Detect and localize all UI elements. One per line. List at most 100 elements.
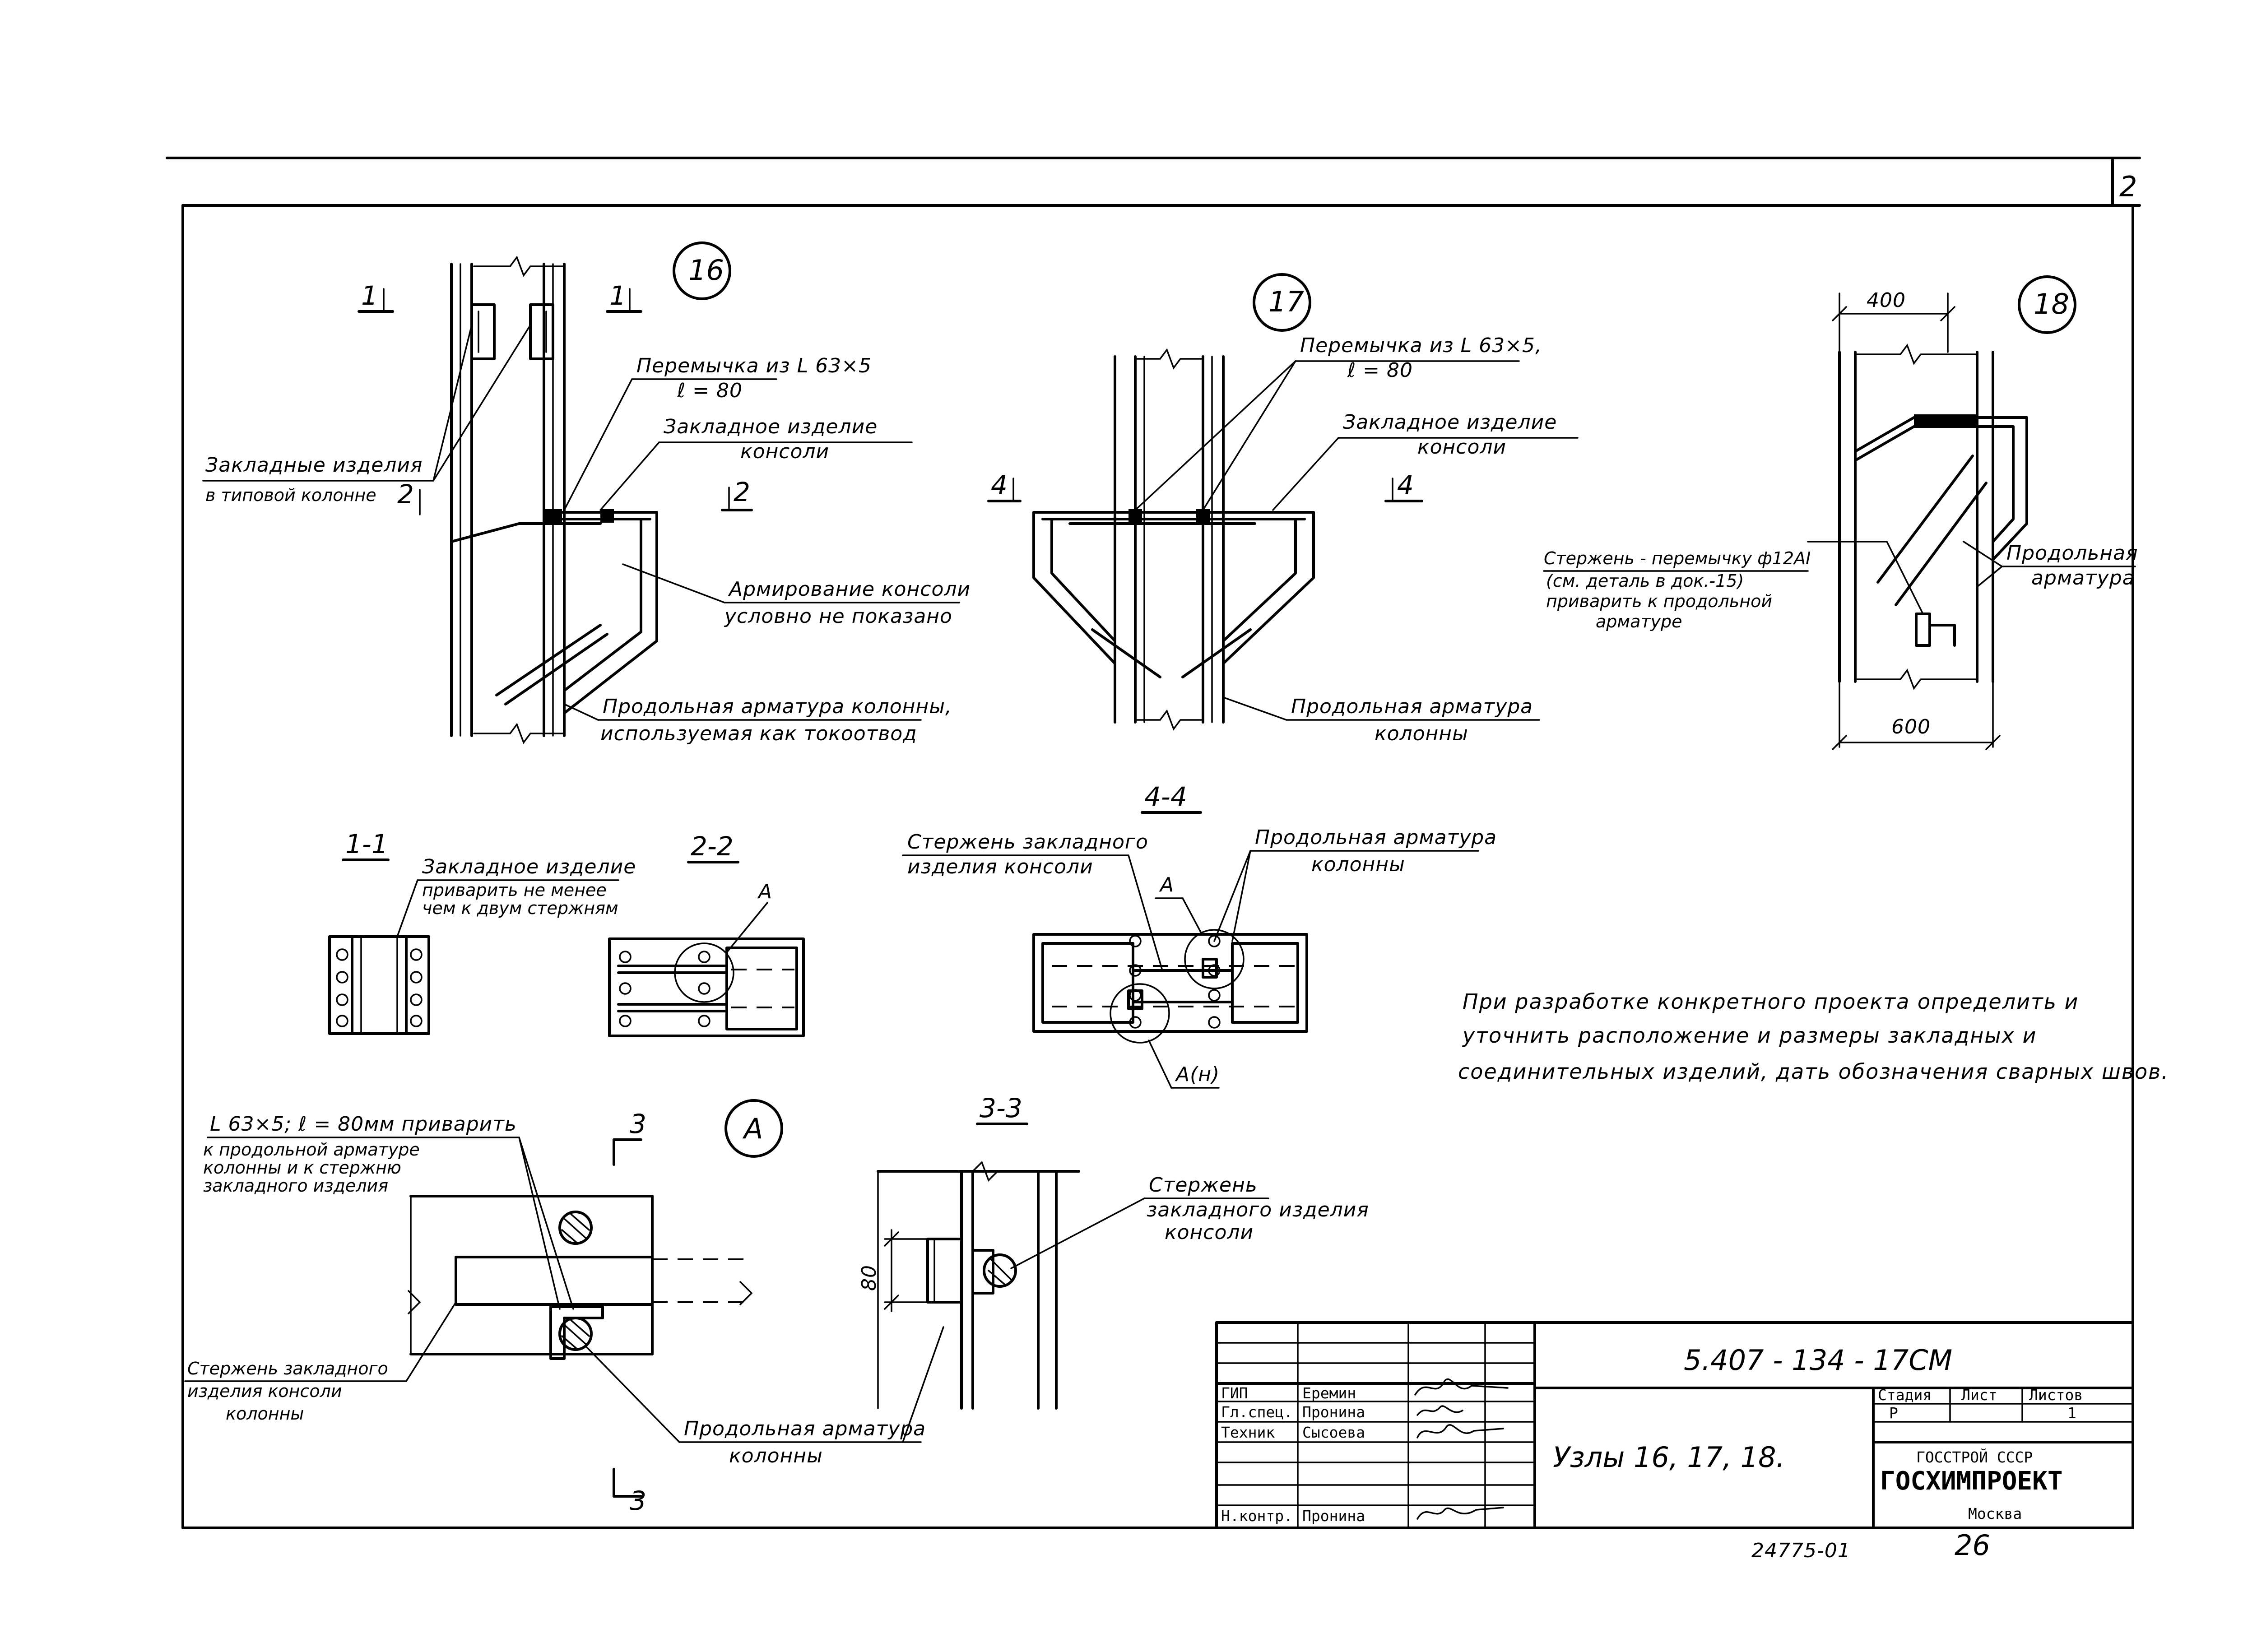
node-16-long-rebar-line2: используемая как токоотвод	[600, 722, 917, 745]
tb-role-2: Гл.спец.	[1221, 1403, 1293, 1421]
detail-a: А 3 3 L 63×5; ℓ = 80мм приварить к продо…	[184, 1099, 944, 1516]
detail-a-marker	[724, 1099, 783, 1158]
node-18-long-rebar-line1: Продольная	[2006, 542, 2138, 565]
node-16-embed-console-line2: консоли	[740, 440, 829, 463]
signature-2	[1416, 1405, 1463, 1416]
tb-sheets: 1	[2067, 1404, 2076, 1422]
node-17-long-rebar-line1: Продольная арматура	[1291, 695, 1533, 718]
tb-role-4: Н.контр.	[1221, 1507, 1293, 1525]
section-3-3-rod-line2: закладного изделия	[1147, 1198, 1369, 1221]
section-2-2-title: 2-2	[691, 831, 734, 862]
section-1-1: 1-1 Закладное изделие приварить не менее…	[328, 829, 636, 1035]
title-block: ГИП Еремин Гл.спец. Пронина Техник Сысое…	[1215, 1321, 2134, 1529]
section-4-4-callout-a: А	[1159, 873, 1174, 896]
tb-sheets-label: Листов	[2029, 1386, 2083, 1404]
node-17-lintel-line1: Перемычка из L 63×5,	[1300, 334, 1542, 357]
node-16-long-rebar-line1: Продольная арматура колонны,	[603, 695, 952, 718]
detail-a-angle-line3: колонны и к стержню	[203, 1158, 401, 1178]
tb-city: Москва	[1968, 1505, 2022, 1522]
note-line3: соединительных изделий, дать обозначения…	[1458, 1059, 2169, 1084]
sheet-frame: 2	[166, 157, 2141, 1529]
node-16-console-rebar-line2: условно не показано	[724, 605, 952, 628]
detail-a-rod-line1: Стержень закладного	[187, 1359, 388, 1378]
node-18-id: 18	[2034, 288, 2069, 320]
node-17-embed-console-line1: Закладное изделие	[1343, 411, 1557, 434]
node-18-rod-line2: (см. деталь в док.-15)	[1546, 571, 1744, 591]
node-18-rod-line4: арматуре	[1596, 612, 1682, 631]
node-16-cut-2-left: 2	[397, 479, 414, 510]
detail-a-angle-line4: закладного изделия	[203, 1176, 388, 1196]
section-1-1-title: 1-1	[345, 829, 388, 859]
node-18-marker	[2018, 275, 2076, 334]
node-18: 18 400 600 Стержень - перемычку ф12АI	[1543, 275, 2138, 750]
detail-a-cut-bottom: 3	[630, 1485, 646, 1516]
tb-role-1: ГИП	[1221, 1384, 1248, 1402]
node-16-id: 16	[688, 254, 724, 287]
signature-1	[1414, 1378, 1509, 1396]
section-3-3-rod-line1: Стержень	[1149, 1174, 1258, 1197]
tb-sheet-label: Лист	[1961, 1386, 1997, 1404]
node-17-embed-console-line2: консоли	[1417, 436, 1506, 459]
signature-3	[1416, 1424, 1504, 1439]
tb-role-3: Техник	[1221, 1424, 1275, 1441]
detail-a-id: А	[742, 1112, 763, 1145]
tb-name-1: Еремин	[1302, 1384, 1356, 1402]
footer-page: 26	[1955, 1529, 1990, 1562]
section-3-3-dim: 80	[858, 1265, 881, 1291]
tb-title: Узлы 16, 17, 18.	[1553, 1441, 1785, 1474]
section-4-4-long-rebar-line1: Продольная арматура	[1255, 826, 1497, 849]
section-4-4-callout-ah: А(н)	[1175, 1063, 1220, 1086]
node-17-lintel-line2: ℓ = 80	[1347, 359, 1413, 382]
section-4-4-title: 4-4	[1144, 781, 1187, 812]
detail-a-rod-line3: колонны	[226, 1404, 304, 1424]
node-16-marker	[673, 241, 731, 300]
detail-a-long-rebar-line1: Продольная арматура	[684, 1417, 926, 1440]
footer-inventory: 24775-01	[1751, 1539, 1851, 1562]
section-2-2-callout: А	[757, 880, 772, 903]
section-1-1-label-line2: приварить не менее	[422, 880, 607, 900]
section-4-4-rod-line2: изделия консоли	[907, 855, 1093, 878]
node-18-dim-bottom: 600	[1891, 715, 1931, 738]
node-16-lintel-line2: ℓ = 80	[677, 379, 743, 402]
detail-a-cut-top: 3	[630, 1109, 646, 1139]
node-18-dim-top: 400	[1867, 289, 1906, 312]
section-4-4: 4-4 Стержень закладного изделия консоли …	[902, 781, 1497, 1089]
tb-org2: ГОСХИМПРОЕКТ	[1880, 1466, 2063, 1496]
tb-stage-label: Стадия	[1878, 1386, 1932, 1404]
note-line2: уточнить расположение и размеры закладны…	[1462, 1023, 2037, 1048]
tb-name-3: Сысоева	[1302, 1424, 1365, 1441]
detail-a-long-rebar-line2: колонны	[729, 1444, 823, 1467]
footer: 24775-01 26	[1751, 1529, 1990, 1562]
node-16-embed-console-line1: Закладное изделие	[664, 415, 878, 438]
detail-a-rod-line2: изделия консоли	[187, 1381, 342, 1401]
node-17-cut-4-left: 4	[991, 470, 1008, 501]
node-16-cut-2-right: 2	[734, 477, 750, 507]
node-16: 16 1 1 2 2	[202, 241, 971, 745]
tb-stage: Р	[1889, 1404, 1898, 1422]
node-17-marker	[1253, 273, 1311, 332]
section-4-4-rod-line1: Стержень закладного	[907, 831, 1148, 854]
node-17: 17 4 4 Перемычка из L 63×5, ℓ = 80	[987, 273, 1579, 745]
node-16-console-rebar-line1: Армирование консоли	[728, 578, 971, 601]
node-17-id: 17	[1268, 285, 1304, 318]
note-line1: При разработке конкретного проекта опред…	[1463, 989, 2079, 1014]
sheet-corner-number: 2	[2119, 170, 2137, 203]
tb-code: 5.407 - 134 - 17СМ	[1684, 1344, 1952, 1377]
section-3-3-title: 3-3	[980, 1093, 1022, 1123]
detail-a-angle-line2: к продольной арматуре	[203, 1140, 420, 1160]
node-17-long-rebar-line2: колонны	[1375, 722, 1468, 745]
tb-org1: ГОССТРОЙ СССР	[1916, 1448, 2033, 1466]
section-3-3: 3-3 80 Стержень закладного изделия консо…	[858, 1093, 1369, 1410]
section-1-1-label-line3: чем к двум стержням	[422, 898, 618, 918]
node-16-embeds-column-line1: Закладные изделия	[205, 454, 423, 477]
section-2-2: 2-2 А	[608, 831, 805, 1037]
node-18-rod-line1: Стержень - перемычку ф12АI	[1544, 548, 1811, 568]
node-16-cut-1-left: 1	[361, 280, 378, 311]
node-16-lintel-line1: Перемычка из L 63×5	[636, 354, 872, 377]
tb-name-4: Пронина	[1302, 1507, 1365, 1525]
section-1-1-label-line1: Закладное изделие	[422, 855, 636, 878]
tb-name-2: Пронина	[1302, 1403, 1365, 1421]
node-16-cut-1-right: 1	[609, 280, 626, 311]
section-4-4-long-rebar-line2: колонны	[1311, 853, 1405, 876]
